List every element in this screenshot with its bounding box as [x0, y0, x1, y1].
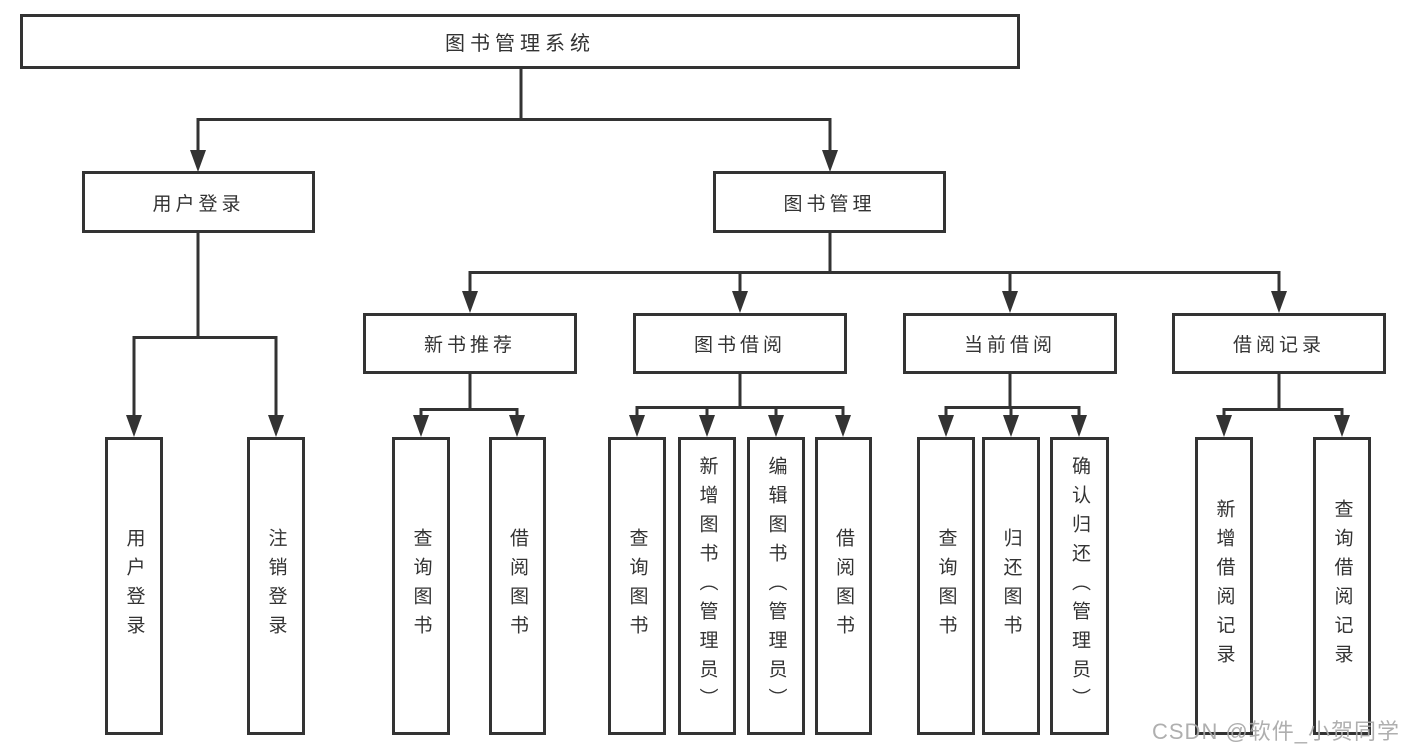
- leaf-cb-query-books: 查询图书: [917, 437, 975, 735]
- leaf-cb-confirm-return-admin: 确认归还（管理员）: [1050, 437, 1109, 735]
- connector-root-to-level2: [196, 68, 832, 151]
- node-book-borrow: 图书借阅: [633, 313, 847, 374]
- leaf-user-login: 用户登录: [105, 437, 163, 735]
- leaf-bb-borrow-books: 借阅图书: [815, 437, 872, 735]
- connector-userlogin-to-leaves: [132, 233, 278, 416]
- leaf-cb-return-books: 归还图书: [982, 437, 1040, 735]
- node-new-book-recommend: 新书推荐: [363, 313, 577, 374]
- leaf-nbr-query-books: 查询图书: [392, 437, 450, 735]
- node-root: 图书管理系统: [20, 14, 1020, 69]
- connector-bookborrow-to-leaves: [635, 373, 845, 416]
- leaf-logout: 注销登录: [247, 437, 305, 735]
- leaf-br-query-record: 查询借阅记录: [1313, 437, 1371, 735]
- node-book-mgmt: 图书管理: [713, 171, 946, 233]
- leaf-bb-edit-books-admin: 编辑图书（管理员）: [747, 437, 805, 735]
- node-current-borrow: 当前借阅: [903, 313, 1117, 374]
- leaf-bb-query-books: 查询图书: [608, 437, 666, 735]
- leaf-nbr-borrow-books: 借阅图书: [489, 437, 546, 735]
- node-user-login: 用户登录: [82, 171, 315, 233]
- node-borrow-records: 借阅记录: [1172, 313, 1386, 374]
- leaf-bb-add-books-admin: 新增图书（管理员）: [678, 437, 736, 735]
- csdn-watermark: CSDN @软件_小贺同学: [1152, 719, 1401, 744]
- connector-newbookrec-to-leaves: [419, 373, 519, 416]
- connector-bookmgmt-to-level3: [468, 233, 1281, 292]
- leaf-br-add-record: 新增借阅记录: [1195, 437, 1253, 735]
- connector-borrowrecords-to-leaves: [1222, 373, 1344, 416]
- connector-currentborrow-to-leaves: [944, 373, 1081, 416]
